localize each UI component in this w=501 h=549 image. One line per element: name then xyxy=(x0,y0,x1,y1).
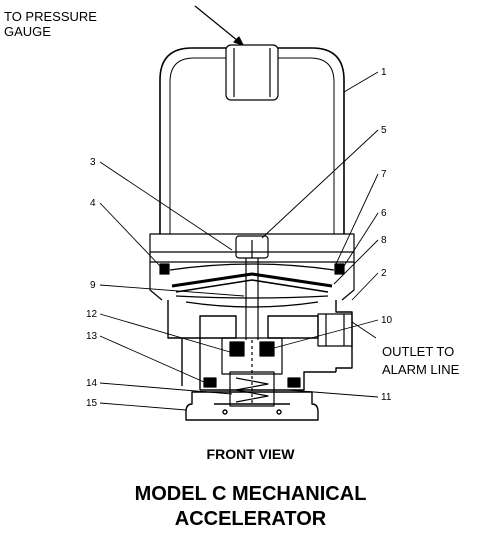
part-number-12: 12 xyxy=(86,309,98,320)
leader-7 xyxy=(335,173,379,265)
leader-6 xyxy=(343,212,379,267)
leader-2 xyxy=(351,272,379,301)
label-outlet-line1: OUTLET TO xyxy=(382,344,455,359)
label-pressure-gauge-line2: GAUGE xyxy=(4,24,51,39)
diagram-title-line2: ACCELERATOR xyxy=(174,508,327,530)
callout-leaders xyxy=(99,71,379,411)
part-number-9: 9 xyxy=(90,280,96,291)
part-number-8: 8 xyxy=(381,235,387,246)
leader-12 xyxy=(99,313,231,353)
leader-1 xyxy=(343,71,379,93)
flange-seals xyxy=(159,263,345,275)
lower-seals xyxy=(203,377,301,388)
leader-9 xyxy=(99,284,245,297)
leader-5 xyxy=(261,129,379,239)
leader-10 xyxy=(273,319,379,349)
leader-8 xyxy=(333,239,379,285)
view-label: FRONT VIEW xyxy=(206,446,295,462)
leader-4 xyxy=(99,202,161,267)
upper-housing-dome xyxy=(159,47,345,234)
part-number-6: 6 xyxy=(381,208,387,219)
part-number-3: 3 xyxy=(90,157,96,168)
part-number-1: 1 xyxy=(381,67,387,78)
leader-outlet xyxy=(351,321,377,339)
leader-11 xyxy=(287,389,379,398)
part-number-13: 13 xyxy=(86,331,98,342)
leader-13 xyxy=(99,335,205,383)
leader-14 xyxy=(99,382,233,395)
center-stem xyxy=(235,235,269,340)
part-number-11: 11 xyxy=(381,392,392,403)
gauge-leader xyxy=(194,5,244,46)
body-flange xyxy=(149,233,355,301)
part-number-15: 15 xyxy=(86,398,98,409)
part-number-2: 2 xyxy=(381,268,387,279)
bottom-base xyxy=(185,391,319,421)
outlet-port xyxy=(317,313,353,347)
leader-15 xyxy=(99,402,187,411)
part-number-5: 5 xyxy=(381,125,387,136)
diaphragm-assembly xyxy=(169,263,335,308)
leader-3 xyxy=(99,161,233,251)
gauge-nipple xyxy=(225,44,279,101)
label-pressure-gauge-line1: TO PRESSURE xyxy=(4,9,97,24)
diagram-title-line1: MODEL C MECHANICAL xyxy=(134,483,367,505)
part-number-10: 10 xyxy=(381,315,393,326)
label-outlet-line2: ALARM LINE xyxy=(382,362,460,377)
part-number-7: 7 xyxy=(381,169,387,180)
part-number-14: 14 xyxy=(86,378,98,389)
spring-chamber xyxy=(221,337,283,407)
valve-seats xyxy=(229,341,275,357)
part-number-4: 4 xyxy=(90,198,96,209)
